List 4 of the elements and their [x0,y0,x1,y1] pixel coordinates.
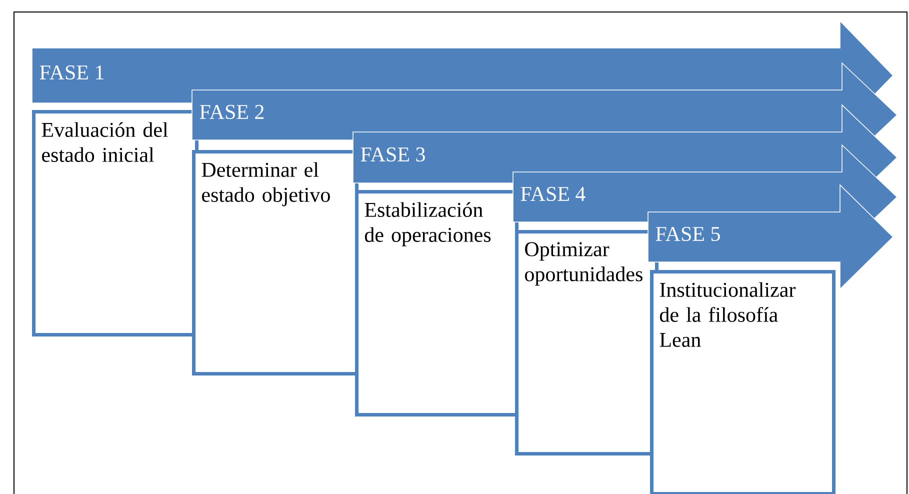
phase-box: Estabilización de operaciones [355,190,518,416]
phase-box: Evaluación del estado inicial [32,110,198,336]
phase-box: Determinar el estado objetivo [192,150,358,376]
phase-box: Institucionalizar de la filosofía Lean [650,270,836,494]
